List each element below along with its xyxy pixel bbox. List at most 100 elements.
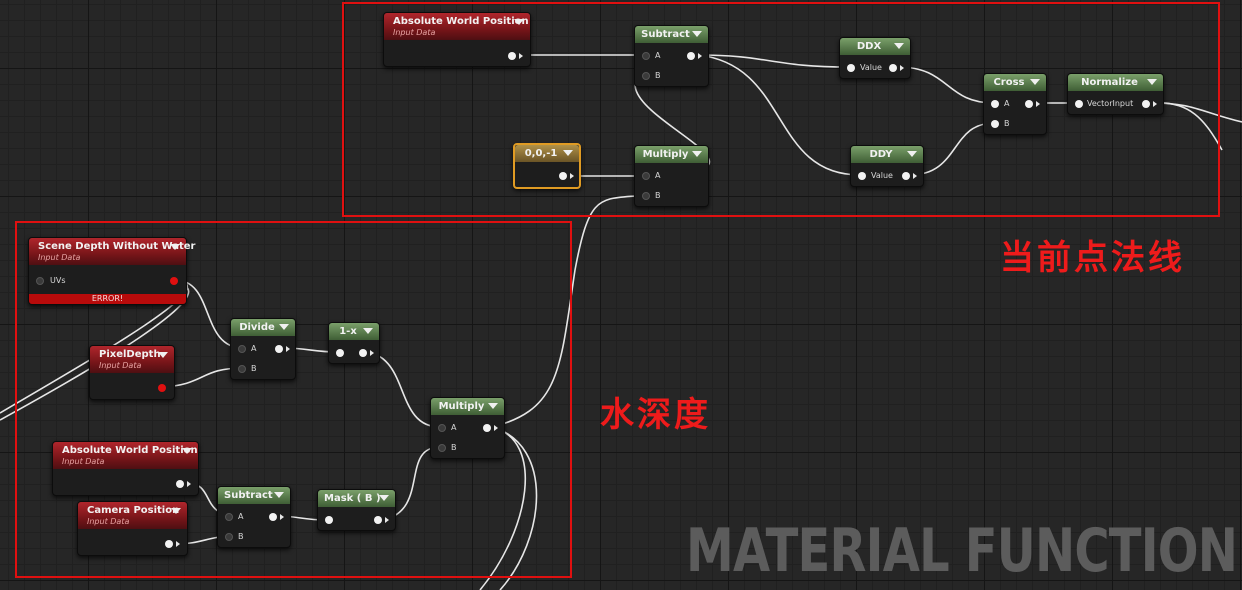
output-pin[interactable] xyxy=(170,277,178,285)
output-pin[interactable] xyxy=(483,424,491,432)
input-pin-b[interactable] xyxy=(642,72,650,80)
input-pin-a[interactable] xyxy=(238,345,246,353)
node-header[interactable]: Divide xyxy=(231,319,295,336)
annotation-water-depth: 水深度 xyxy=(600,395,711,435)
output-pin[interactable] xyxy=(687,52,695,60)
output-pin[interactable] xyxy=(359,349,367,357)
output-pin[interactable] xyxy=(275,345,283,353)
output-pin[interactable] xyxy=(889,64,897,72)
comment-box-water-depth[interactable] xyxy=(15,221,572,578)
input-pin[interactable] xyxy=(847,64,855,72)
node-cross[interactable]: Cross A B xyxy=(983,73,1047,135)
input-pin[interactable] xyxy=(336,349,344,357)
input-pin-a[interactable] xyxy=(438,424,446,432)
node-header[interactable]: Mask ( B ) xyxy=(318,490,395,507)
collapse-triangle-icon[interactable] xyxy=(158,352,168,358)
node-header[interactable]: Cross xyxy=(984,74,1046,91)
node-ddx[interactable]: DDX Value xyxy=(839,37,911,79)
collapse-triangle-icon[interactable] xyxy=(514,19,524,25)
node-absolute-world-position-bottom[interactable]: Absolute World Position Input Data xyxy=(52,441,199,496)
output-pin[interactable] xyxy=(374,516,382,524)
node-header[interactable]: PixelDepth Input Data xyxy=(90,346,174,373)
collapse-triangle-icon[interactable] xyxy=(379,495,389,501)
input-pin-b[interactable] xyxy=(238,365,246,373)
output-pin[interactable] xyxy=(176,480,184,488)
input-pin-b[interactable] xyxy=(642,192,650,200)
output-pin[interactable] xyxy=(158,384,166,392)
collapse-triangle-icon[interactable] xyxy=(274,492,284,498)
collapse-triangle-icon[interactable] xyxy=(894,43,904,49)
node-header[interactable]: Subtract xyxy=(218,487,290,504)
input-pin-a[interactable] xyxy=(225,513,233,521)
output-pin[interactable] xyxy=(508,52,516,60)
collapse-triangle-icon[interactable] xyxy=(563,150,573,156)
collapse-triangle-icon[interactable] xyxy=(692,151,702,157)
node-subtitle: Input Data xyxy=(62,457,105,466)
node-title: Absolute World Position xyxy=(62,445,198,456)
output-pin[interactable] xyxy=(1025,100,1033,108)
input-pin-b[interactable] xyxy=(438,444,446,452)
node-divide[interactable]: Divide A B xyxy=(230,318,296,380)
node-camera-position[interactable]: Camera Position Input Data xyxy=(77,501,188,556)
collapse-triangle-icon[interactable] xyxy=(692,31,702,37)
input-pin-a[interactable] xyxy=(642,172,650,180)
node-multiply-bottom[interactable]: Multiply A B xyxy=(430,397,505,459)
node-subtract-top[interactable]: Subtract A B xyxy=(634,25,709,87)
node-header[interactable]: Camera Position Input Data xyxy=(78,502,187,529)
output-pin[interactable] xyxy=(165,540,173,548)
pin-arrow-icon xyxy=(286,346,290,352)
node-header[interactable]: 1-x xyxy=(329,323,379,340)
collapse-triangle-icon[interactable] xyxy=(182,448,192,454)
input-pin-b[interactable] xyxy=(991,120,999,128)
node-header[interactable]: Subtract xyxy=(635,26,708,43)
node-pixel-depth[interactable]: PixelDepth Input Data xyxy=(89,345,175,400)
node-absolute-world-position-top[interactable]: Absolute World Position Input Data xyxy=(383,12,531,67)
node-title: DDX xyxy=(856,41,882,52)
pin-label-uvs: UVs xyxy=(50,276,66,285)
node-header[interactable]: Absolute World Position Input Data xyxy=(384,13,530,40)
node-header[interactable]: DDX xyxy=(840,38,910,55)
collapse-triangle-icon[interactable] xyxy=(1147,79,1157,85)
node-header[interactable]: DDY xyxy=(851,146,923,163)
material-function-watermark: MATERIAL FUNCTION xyxy=(686,516,1238,586)
node-header[interactable]: Multiply xyxy=(431,398,504,415)
collapse-triangle-icon[interactable] xyxy=(279,324,289,330)
node-ddy[interactable]: DDY Value xyxy=(850,145,924,187)
input-pin[interactable] xyxy=(858,172,866,180)
node-header[interactable]: 0,0,-1 xyxy=(515,145,579,162)
output-pin[interactable] xyxy=(1142,100,1150,108)
input-pin-a[interactable] xyxy=(642,52,650,60)
node-multiply-top[interactable]: Multiply A B xyxy=(634,145,709,207)
node-header[interactable]: Absolute World Position Input Data xyxy=(53,442,198,469)
input-pin-a[interactable] xyxy=(991,100,999,108)
node-normalize[interactable]: Normalize VectorInput xyxy=(1067,73,1164,115)
node-header[interactable]: Scene Depth Without Water Input Data xyxy=(29,238,195,265)
collapse-triangle-icon[interactable] xyxy=(1030,79,1040,85)
collapse-triangle-icon[interactable] xyxy=(488,403,498,409)
pin-label-b: B xyxy=(1004,119,1010,128)
output-pin[interactable] xyxy=(559,172,567,180)
node-constant-vector[interactable]: 0,0,-1 xyxy=(513,143,581,189)
comment-box-surface-normal[interactable] xyxy=(342,2,1220,217)
collapse-triangle-icon[interactable] xyxy=(171,508,181,514)
pin-arrow-icon xyxy=(370,350,374,356)
output-pin[interactable] xyxy=(269,513,277,521)
node-header[interactable]: Multiply xyxy=(635,146,708,163)
node-scene-depth-without-water[interactable]: Scene Depth Without Water Input Data UVs… xyxy=(28,237,195,305)
node-mask-b[interactable]: Mask ( B ) xyxy=(317,489,396,531)
collapse-triangle-icon[interactable] xyxy=(907,151,917,157)
node-subtract-bottom[interactable]: Subtract A B xyxy=(217,486,291,548)
pin-label-a: A xyxy=(251,344,257,353)
node-title: Mask ( B ) xyxy=(324,493,381,504)
input-pin[interactable] xyxy=(1075,100,1083,108)
node-header[interactable]: Normalize xyxy=(1068,74,1163,91)
output-pin[interactable] xyxy=(902,172,910,180)
input-pin-uvs[interactable] xyxy=(36,277,44,285)
node-title: PixelDepth xyxy=(99,349,161,360)
collapse-triangle-icon[interactable] xyxy=(170,244,180,250)
collapse-triangle-icon[interactable] xyxy=(363,328,373,334)
input-pin[interactable] xyxy=(325,516,333,524)
node-one-minus[interactable]: 1-x xyxy=(328,322,380,364)
input-pin-b[interactable] xyxy=(225,533,233,541)
wire-bottom-multiply-to-top-multiply xyxy=(491,194,647,428)
